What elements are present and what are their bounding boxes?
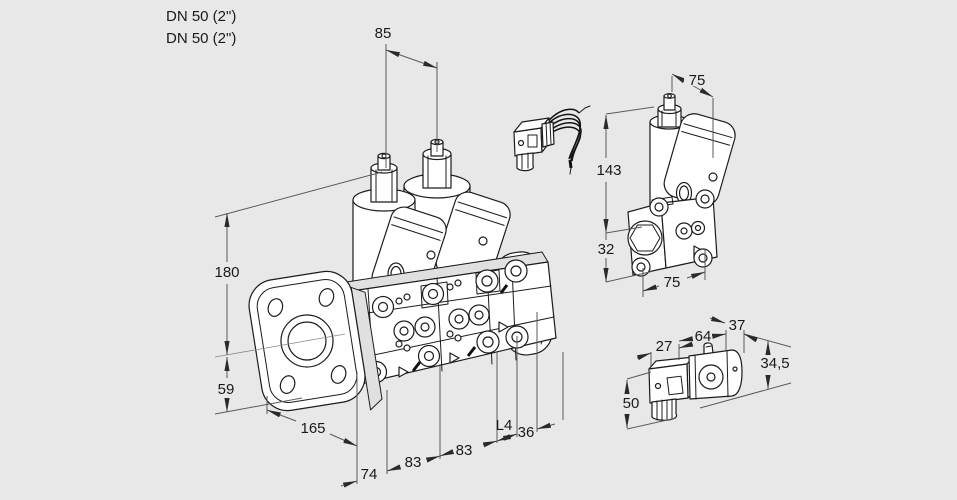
dim-27-label: 27 (656, 338, 673, 355)
dim-83b-label: 83 (456, 442, 473, 459)
dim-180-label: 180 (214, 264, 239, 281)
dimensions-main: 85 180 59 165 74 83 83 L4 36 (214, 25, 564, 488)
dim-75-top-label: 75 (689, 72, 706, 89)
cover-screw-right (478, 236, 488, 246)
solenoid-detail-view (648, 342, 743, 421)
dim-74-label: 74 (361, 466, 378, 483)
flow-arrow-icon (398, 366, 409, 378)
dimensions-side: 75 143 32 75 (596, 71, 714, 297)
dim-143-label: 143 (596, 162, 621, 179)
dim-37-label: 37 (729, 317, 746, 334)
dim-32-label: 32 (598, 241, 615, 258)
side-sight-port-inner (678, 185, 690, 201)
cable-plug (513, 105, 591, 175)
main-valve-view (248, 138, 557, 412)
dim-34-5-label: 34,5 (760, 355, 789, 372)
side-valve-body (627, 189, 718, 277)
size-labels: DN 50 (2") DN 50 (2") (166, 8, 236, 47)
dim-83a-label: 83 (405, 454, 422, 471)
dim-36-label: 36 (518, 424, 535, 441)
dim-50-label: 50 (623, 395, 640, 412)
dim-85-label: 85 (375, 25, 392, 42)
dn-label-2: DN 50 (2") (166, 30, 236, 47)
dimensions-detail: 27 64 37 34,5 50 (623, 316, 792, 430)
side-cover-screw (708, 172, 718, 182)
dim-59-label: 59 (218, 381, 235, 398)
hex-nut (629, 224, 661, 252)
dim-75-bottom-label: 75 (664, 274, 681, 291)
flow-arrow-icon (498, 321, 509, 333)
cover-screw-left (426, 250, 436, 260)
dim-165-label: 165 (300, 420, 325, 437)
wire-tip (578, 105, 591, 114)
detail-plug-box (648, 356, 696, 404)
flow-arrow-icon (449, 352, 460, 364)
detail-solenoid-body (688, 342, 743, 400)
dim-L4-label: L4 (496, 417, 513, 434)
dim-64-label: 64 (695, 328, 712, 345)
dn-label-1: DN 50 (2") (166, 8, 236, 25)
wire-pin (568, 159, 573, 169)
side-valve-view (627, 93, 736, 277)
detail-gland-nut (651, 398, 678, 421)
